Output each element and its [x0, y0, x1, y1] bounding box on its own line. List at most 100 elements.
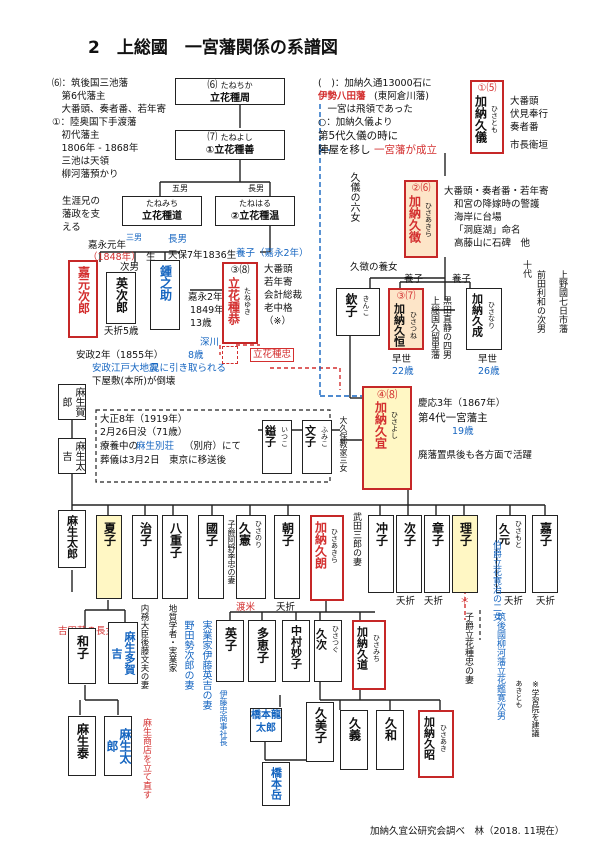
person-kogen-jiro: 嘉元次郎	[68, 260, 98, 338]
ansei-a: 安政2年（1855年）	[76, 350, 164, 361]
kuniko-note: 子爵阿野季忠の妻	[227, 520, 236, 584]
person-eiko: 英子	[216, 620, 244, 682]
label-gonan: 五男	[172, 184, 188, 193]
hisatsune-side-b: 黒田直静の四男	[441, 296, 451, 359]
yosei-2: 夭折	[396, 596, 416, 607]
seimon-3: える	[62, 222, 81, 233]
person-eijiro: 英次郎	[106, 272, 136, 324]
kuniko-note2: 実業家伊藤英吉の妻	[200, 620, 211, 710]
note-left-7: 三池は天領	[52, 156, 110, 167]
tanehisa-note-e: （※）	[264, 316, 291, 327]
hisanori-note-c: 奏者番	[510, 122, 539, 133]
person-hisamoto: 久元ひさもと	[496, 515, 526, 593]
yaeko-note2: 野田勢次郎の妻	[182, 620, 193, 690]
hisaakira-note-b: 和宮の降嫁時の警護	[454, 199, 540, 210]
person-kumiko: 久美子	[306, 702, 334, 762]
footer-credit: 加納久宜公研究会調べ 林（2018. 11現在）	[370, 826, 565, 837]
note-right-5: 第5代久儀の時に	[318, 130, 399, 142]
yoshi-label: 養子（嘉永2年）	[236, 248, 309, 259]
ito-note: 伊藤忠商事社長	[219, 690, 228, 746]
hisanori-note-a: 大番頭	[510, 96, 539, 107]
keio-b: 第4代一宮藩主	[418, 412, 488, 424]
person-tachibana-tanechika: ⑹ たねちか立花種周	[175, 78, 285, 105]
person-asako: 朝子	[274, 515, 300, 599]
hisatoshi-label: 久儀の六女	[348, 172, 359, 222]
tanetada-label: 立花種忠	[250, 348, 295, 362]
person-aso-yasushi: 麻生泰	[68, 716, 96, 776]
person-kano-hisaakira: ②⑹ 加納久徴 ひさあきら	[404, 180, 438, 258]
label-chonan: 長男	[248, 184, 264, 193]
person-aso-taro: 麻生太郎	[58, 510, 86, 568]
person-haruko: 治子	[132, 515, 158, 599]
note-right-2b: (東阿倉川藩)	[374, 91, 429, 102]
person-kazuko: 和子	[68, 628, 96, 684]
yoshi2-label: 養子	[404, 274, 424, 285]
eijiro-note: 夭折5歳	[104, 326, 139, 337]
person-kano-hisanori: ①⑸ 加納久儀 ひさとも	[470, 80, 504, 154]
taisho-f: 葬儀は3月2日 東京に移送後	[100, 455, 227, 466]
note-right-4: ○：加納久儀より	[318, 117, 393, 128]
seimon-1: 生涯兄の	[62, 196, 101, 207]
soshi1-b: 22歳	[392, 366, 414, 377]
hisatsune-side-a: 上総国久留里藩	[429, 296, 439, 359]
tanehisa-note-d: 老中格	[264, 303, 293, 314]
person-yoshiko: 嘉子	[532, 515, 558, 593]
person-okiko: 冲子	[368, 515, 394, 593]
sai8-a: 8歳	[188, 350, 204, 361]
person-kano-hisanari: 加納久成 ひさなり	[466, 288, 502, 350]
note-left-3: 大番頭、奏者番、若年寄	[52, 104, 167, 115]
yosei-4: 夭折	[504, 596, 524, 607]
yoshi3-label: 養子	[452, 274, 472, 285]
person-kano-hisayoshi: ④⑻ 加納久宜 ひさよし	[362, 386, 412, 490]
note-left-5: 初代藩主	[52, 130, 100, 141]
yojo-label: 久徴の養女	[350, 262, 398, 273]
note-left-4: ①：陸奥国下手渡藩	[52, 117, 137, 128]
tanehisa-note-b: 若年寄	[264, 277, 293, 288]
ansei-b: 安政江戸大地震	[92, 363, 159, 374]
note-right-7: 一宮藩が成立	[374, 144, 437, 156]
note-left-1: ⑹：筑後国三池藩	[52, 78, 129, 89]
person-hisatsugu: 久次ひさつぐ	[314, 620, 342, 682]
haruko-note: 内務大臣後藤文夫の妻	[139, 604, 149, 689]
person-kuniko: 國子	[198, 515, 224, 599]
keio-c: 19歳	[452, 426, 474, 437]
note-right-6: 陣屋を移し	[318, 144, 371, 156]
person-akiko: 章子	[424, 515, 450, 593]
person-riko: 理子	[452, 515, 478, 593]
person-kano-hisaakira2: 加納久朗ひさあきら	[310, 515, 344, 601]
aso-shoten: 麻生商店を立て直す	[141, 718, 151, 799]
hisanori-note-b: 伏見奉行	[510, 109, 549, 120]
person-kano-hisamichi: 加納久道ひさみち	[352, 620, 386, 690]
hisaakira-note-c: 海岸に台場	[454, 212, 502, 223]
taisho-e: （別府）にて	[184, 441, 242, 452]
hisaakira-note-e: 高藤山に石碑 他	[454, 238, 531, 249]
person-aso-taikichi: 麻生太吉	[58, 438, 86, 474]
kaei-b: （1848年）	[88, 252, 141, 263]
person-nakamura-taeko: 中村妙子	[282, 620, 310, 682]
person-suzuko: 鎰子 いつこ	[262, 420, 292, 474]
person-natsuko: 夏子	[96, 515, 122, 599]
gakushu: ※学習院を建議	[531, 680, 540, 737]
person-kano-hisaaki: 加納久昭ひさあき	[418, 710, 454, 778]
note-left-2: 第6代藩主	[52, 91, 106, 102]
page-title: 2 上総國 一宮藩関係の系譜図	[88, 38, 338, 58]
person-tachibana-tanehisa: ③⑻ 立花種恭 たねゆき	[222, 262, 258, 344]
kaei2-b: 1849年	[190, 305, 224, 316]
soshi1-a: 早世	[392, 354, 412, 365]
riko-note: 伯爵立花寛治の二女	[491, 540, 501, 621]
person-hashimoto-gaku: 橋本岳	[262, 762, 290, 806]
person-taeko: 多恵子	[248, 620, 276, 682]
yosei-5: 夭折	[536, 596, 556, 607]
person-kakunosuke: 鍾之助	[150, 260, 180, 330]
tenpo: 天保7年1836生	[168, 250, 237, 261]
chikugo-note: 筑後國柳河藩立花鑑寛次男	[495, 612, 505, 720]
person-hisakazu: 久和	[376, 710, 404, 770]
person-aso-kagayoshi: 麻生賀郎	[58, 384, 86, 420]
tanehisa-note-a: 大番頭	[264, 264, 293, 275]
taisho-a: 大正8年（1919年）	[100, 414, 188, 425]
person-kano-hisatsune: ③⑺ 加納久恒 ひさつね	[388, 288, 424, 350]
person-kinko: 欽子 きんこ	[336, 288, 380, 336]
note-right-2: 伊勢八田藩	[318, 91, 366, 102]
person-tsugiko: 次子	[396, 515, 422, 593]
